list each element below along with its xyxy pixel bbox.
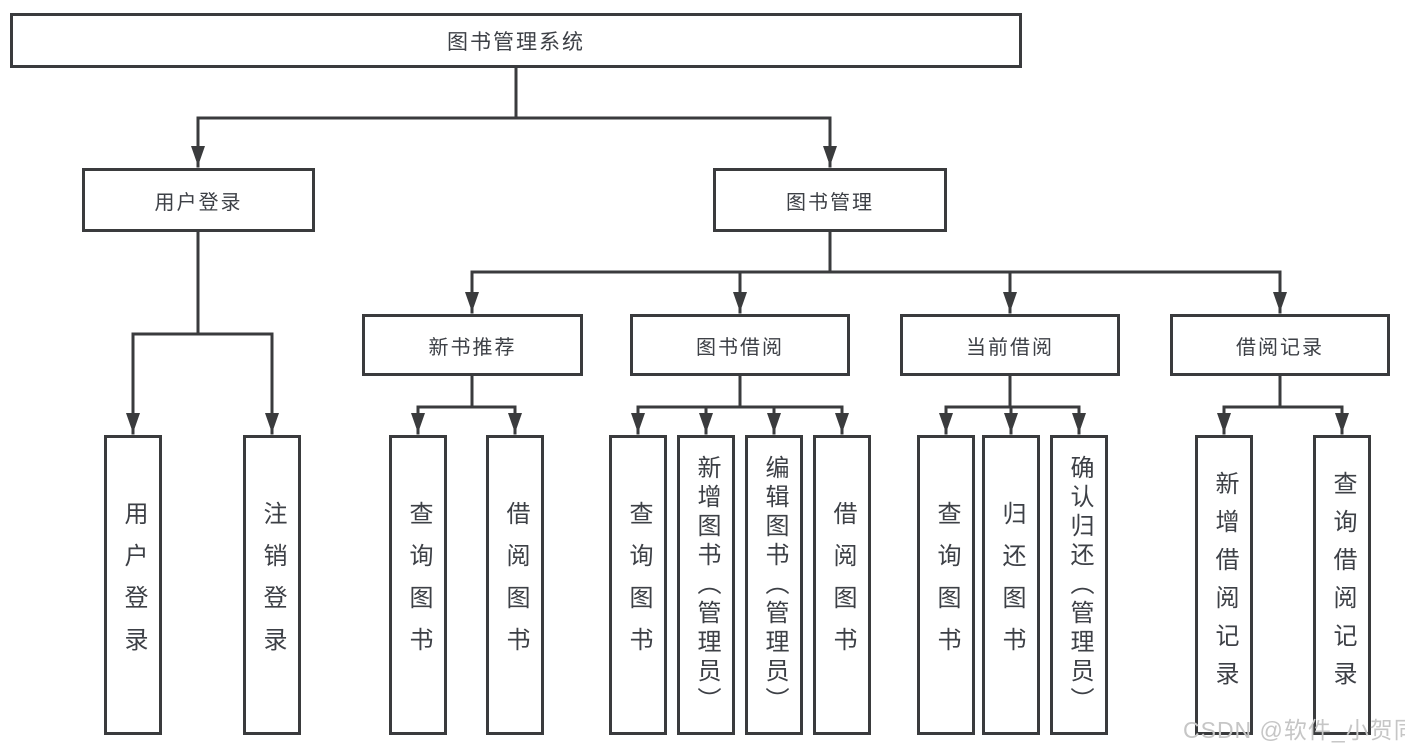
- leaf-query-books-borrowing: 查询图书: [609, 435, 667, 735]
- leaf-add-borrow-record: 新增借阅记录: [1195, 435, 1253, 735]
- leaf-query-borrow-record: 查询借阅记录: [1313, 435, 1371, 735]
- watermark: CSDN @软件_小贺同学: [1183, 717, 1405, 743]
- node-borrowing-records: 借阅记录: [1170, 314, 1390, 376]
- leaf-return-books: 归还图书: [982, 435, 1040, 735]
- leaf-edit-books-admin: 编辑图书（管理员）: [745, 435, 803, 735]
- node-new-book-recommendation: 新书推荐: [362, 314, 583, 376]
- leaf-borrow-books-recommend: 借阅图书: [486, 435, 544, 735]
- node-book-management: 图书管理: [713, 168, 947, 232]
- leaf-confirm-return-admin: 确认归还（管理员）: [1050, 435, 1108, 735]
- leaf-add-books-admin: 新增图书（管理员）: [677, 435, 735, 735]
- node-user-login: 用户登录: [82, 168, 315, 232]
- node-book-borrowing: 图书借阅: [630, 314, 850, 376]
- leaf-user-login: 用户登录: [104, 435, 162, 735]
- leaf-borrow-books-borrowing: 借阅图书: [813, 435, 871, 735]
- node-current-borrowing: 当前借阅: [900, 314, 1120, 376]
- leaf-query-books-current: 查询图书: [917, 435, 975, 735]
- leaf-logout-login: 注销登录: [243, 435, 301, 735]
- leaf-query-books-recommend: 查询图书: [389, 435, 447, 735]
- node-library-system: 图书管理系统: [10, 13, 1022, 68]
